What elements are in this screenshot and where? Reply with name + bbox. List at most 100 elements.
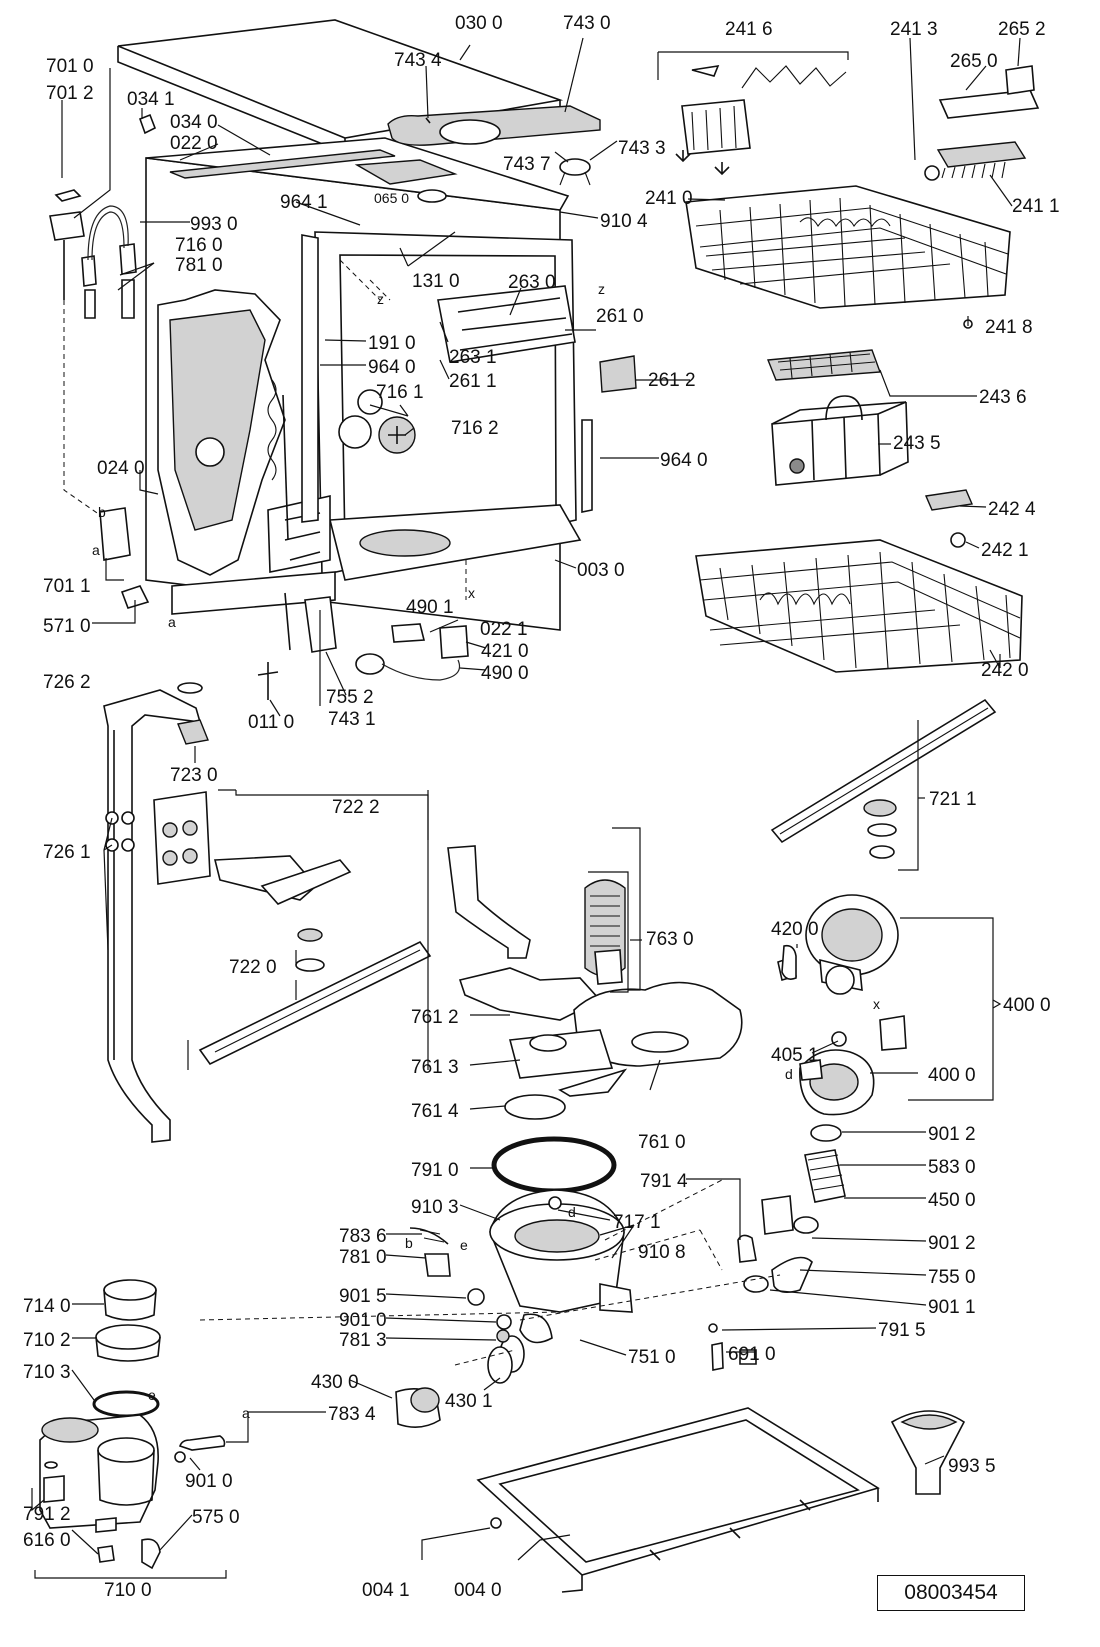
part-label: 710 0 [104, 1580, 152, 1601]
grouping-brackets [187, 789, 1002, 1101]
part-label: 065 0 [374, 190, 410, 206]
softener-sensor [97, 1545, 115, 1563]
part-label: 261 0 [596, 306, 644, 327]
cutlery-basket [771, 413, 881, 486]
micro-filter [573, 981, 743, 1067]
part-label: 901 2 [928, 1233, 976, 1254]
aquastop-box [99, 507, 131, 561]
part-label: 710 2 [23, 1330, 71, 1351]
part-label: 781 0 [175, 255, 223, 276]
part-label: 265 0 [950, 51, 998, 72]
part-label: 261 2 [648, 370, 696, 391]
part-label: 722 2 [332, 797, 380, 818]
connector-tag: a [168, 614, 176, 630]
part-label: 783 4 [328, 1404, 376, 1425]
connector-tag: z [377, 291, 384, 307]
part-label: 714 0 [23, 1296, 71, 1317]
mains-cable-group [355, 623, 469, 681]
part-label: 743 4 [394, 50, 442, 71]
part-label: 241 0 [645, 188, 693, 209]
part-label: 450 0 [928, 1190, 976, 1211]
sump-seal-disc [504, 1094, 566, 1120]
capacitor-block [439, 625, 469, 659]
part-label: 024 0 [97, 458, 145, 479]
part-label: 004 1 [362, 1580, 410, 1601]
motor-connector [879, 1015, 907, 1051]
part-label: 420 0 [771, 919, 819, 940]
connector-tag: x [468, 585, 475, 601]
part-label: 964 1 [280, 192, 328, 213]
part-label: 781 0 [339, 1247, 387, 1268]
part-label: 575 0 [192, 1507, 240, 1528]
heater-element [804, 1149, 846, 1203]
connector-tag: d [568, 1204, 576, 1220]
connector-tag: a [242, 1405, 250, 1421]
base-plate [171, 571, 336, 615]
salt-neck-ring [95, 1324, 161, 1350]
part-label: 242 1 [981, 540, 1029, 561]
part-label: 710 3 [23, 1362, 71, 1383]
door-hinge-bracket [267, 494, 331, 573]
part-label: 726 1 [43, 842, 91, 863]
part-label: 743 3 [618, 138, 666, 159]
part-label: 751 0 [628, 1347, 676, 1368]
part-label: 910 3 [411, 1197, 459, 1218]
part-label: 755 0 [928, 1267, 976, 1288]
part-label: 490 0 [481, 663, 529, 684]
part-label: 716 1 [376, 382, 424, 403]
part-label: 583 0 [928, 1157, 976, 1178]
inlet-cap [54, 189, 82, 202]
part-label: 716 2 [451, 418, 499, 439]
connector-tag: d [785, 1066, 793, 1082]
upper-basket [675, 64, 1040, 329]
part-label: 263 1 [449, 347, 497, 368]
part-label: 405 1 [771, 1045, 819, 1066]
part-label: 430 0 [311, 1372, 359, 1393]
part-label: 242 0 [981, 660, 1029, 681]
part-label: 011 0 [248, 712, 295, 733]
inlet-valve [49, 211, 85, 241]
base-tray-group [476, 1407, 966, 1593]
part-label: 761 0 [638, 1132, 686, 1153]
part-label: 022 0 [170, 133, 218, 154]
connector-tag: z [598, 281, 605, 297]
part-label: 241 1 [1012, 196, 1060, 217]
part-label: 022 1 [480, 619, 528, 640]
solenoid-valve [120, 585, 150, 609]
part-label: 722 0 [229, 957, 277, 978]
part-label: 400 0 [1003, 995, 1051, 1016]
part-label: 964 0 [368, 357, 416, 378]
part-label: 616 0 [23, 1530, 71, 1551]
basket-wheel-clip [924, 489, 974, 511]
side-gasket-left [301, 234, 319, 523]
basket-wheel [950, 532, 966, 548]
part-label: 400 0 [928, 1065, 976, 1086]
part-label: 901 0 [339, 1310, 387, 1331]
connector-tag: b [98, 504, 106, 520]
part-label: 726 2 [43, 672, 91, 693]
part-label: 261 1 [449, 371, 497, 392]
part-label: 241 3 [890, 19, 938, 40]
run-capacitor [781, 944, 797, 980]
salt-funnel [890, 1410, 966, 1495]
door-latch-ring [357, 389, 383, 415]
leveling-foot [257, 662, 279, 700]
part-label: 901 0 [185, 1471, 233, 1492]
part-label: 701 2 [46, 83, 94, 104]
foot-leg [284, 592, 291, 651]
side-gasket-right [581, 419, 593, 513]
detergent-panel [354, 159, 458, 185]
vent-clip [138, 113, 157, 135]
conduit-manifold [153, 791, 211, 885]
part-label: 761 4 [411, 1101, 459, 1122]
part-label: 993 5 [948, 1456, 996, 1477]
water-inlet-group [49, 189, 279, 700]
connector-tag: a [92, 542, 100, 558]
part-label: 263 0 [508, 272, 556, 293]
part-label: 490 1 [406, 597, 454, 618]
part-label: 743 7 [503, 154, 551, 175]
rail-end-cap [599, 355, 637, 393]
part-label: 901 2 [928, 1124, 976, 1145]
salt-cap [103, 1279, 157, 1301]
